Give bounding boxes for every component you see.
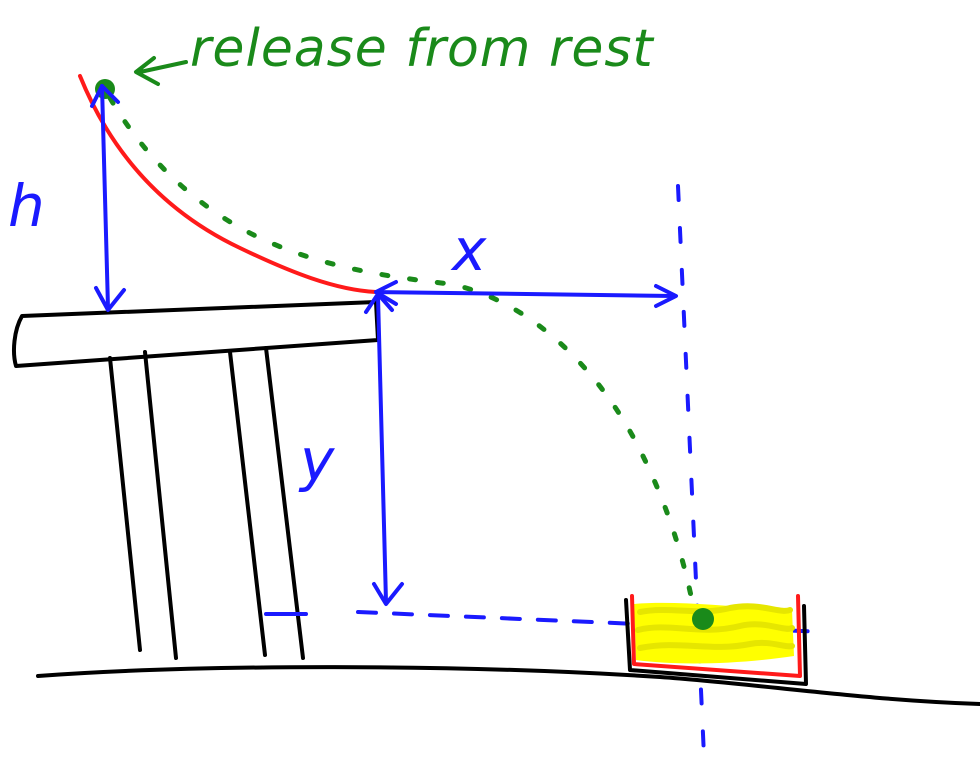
trajectory-dotted	[107, 95, 697, 613]
ball-landing	[692, 608, 714, 630]
sand-fill	[634, 602, 794, 664]
table-top	[12, 300, 380, 368]
drop-label: y	[298, 426, 335, 494]
horizontal-arrow	[374, 280, 678, 308]
ground-line	[36, 665, 980, 706]
floor-reference-dashed	[264, 610, 826, 634]
horizontal-distance-label: x	[450, 216, 487, 284]
release-caption: release from rest	[190, 19, 654, 79]
height-label: h	[8, 172, 45, 240]
height-arrow	[90, 84, 126, 312]
drop-arrow	[364, 292, 404, 606]
bucket-inner	[630, 594, 802, 678]
bucket-outer	[624, 598, 808, 686]
sand-scribble	[635, 603, 795, 651]
curved-track	[78, 74, 378, 294]
table-legs	[108, 346, 305, 660]
arrow-left-icon	[134, 56, 188, 86]
